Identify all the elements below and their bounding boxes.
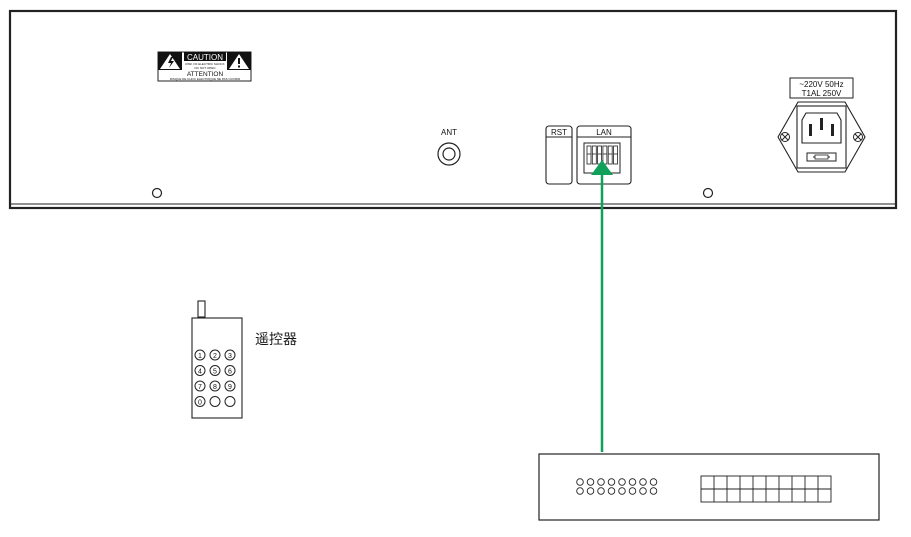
switch-status-led: [576, 478, 584, 486]
switch-status-led: [597, 487, 605, 495]
caution-line1: RISK OF ELECTRIC SHOCK: [185, 62, 224, 66]
switch-status-led: [597, 478, 605, 486]
mounting-hole-left: [151, 187, 163, 199]
remote-key: [209, 349, 221, 361]
lan-port: LAN: [576, 125, 632, 185]
switch-status-led: [639, 487, 647, 495]
remote-key: [194, 365, 206, 376]
remote-key-label: 2: [213, 353, 217, 360]
remote-key-label: 3: [228, 353, 232, 360]
remote-antenna: [197, 300, 206, 318]
caution-french-text: RISQUE DE CHOC ELECTRIQUE NE PAS OUVRIR: [170, 77, 241, 81]
remote-key-label: 0: [198, 399, 202, 406]
lan-pin: [591, 145, 597, 165]
ant-label: ANT: [441, 128, 457, 137]
switch-status-led: [618, 487, 626, 495]
switch-status-led: [586, 487, 595, 495]
remote-key-label: 1: [198, 353, 202, 360]
switch-status-led: [607, 478, 616, 486]
ant-connector: ANT: [437, 128, 461, 166]
switch-status-led: [607, 487, 616, 495]
switch-status-led: [639, 478, 647, 486]
power-inlet: ~220V 50Hz T1AL 250V: [777, 77, 866, 173]
remote-key: [209, 365, 221, 376]
network-switch: [538, 453, 880, 521]
remote-key: [224, 365, 236, 376]
remote-control-label: 遥控器: [255, 331, 297, 347]
power-rating-line1: ~220V 50Hz: [799, 80, 843, 89]
remote-key: [194, 396, 206, 407]
remote-key: [224, 380, 236, 392]
remote-control: 1 2 3 4 5 6 7 8 9 0: [191, 300, 243, 419]
remote-key: [224, 349, 236, 361]
caution-line2: DO NOT OPEN: [195, 66, 216, 70]
remote-key: [224, 396, 236, 407]
remote-key: [194, 380, 206, 392]
caution-label: CAUTION RISK OF ELECTRIC SHOCK DO NOT OP…: [157, 51, 252, 82]
arrowhead: [591, 160, 613, 175]
switch-status-led: [628, 487, 637, 495]
switch-status-led: [649, 487, 658, 495]
lan-pin: [607, 145, 613, 165]
switch-status-led: [649, 478, 658, 486]
remote-key-label: 5: [213, 368, 217, 375]
switch-status-led: [576, 487, 584, 495]
rst-reset-button: RST: [545, 125, 573, 185]
mounting-hole-right: [702, 187, 714, 199]
remote-key-label: 4: [198, 368, 202, 375]
remote-key: [209, 380, 221, 392]
rear-panel: [8, 9, 898, 210]
remote-key: [209, 396, 221, 407]
remote-key-label: 9: [228, 384, 232, 391]
lan-label: LAN: [596, 128, 612, 137]
lan-pin: [586, 145, 592, 165]
remote-key-label: 6: [228, 368, 232, 375]
remote-key: [194, 349, 206, 361]
lan-pin: [613, 145, 618, 165]
attention-text: ATTENTION: [187, 71, 224, 78]
power-rating-line2: T1AL 250V: [802, 89, 842, 98]
rst-label: RST: [551, 128, 567, 137]
switch-status-led: [628, 478, 637, 486]
remote-key-label: 8: [213, 384, 217, 391]
switch-status-led: [618, 478, 626, 486]
remote-key-label: 7: [198, 384, 202, 391]
switch-status-led: [586, 478, 595, 486]
caution-title: CAUTION: [187, 53, 223, 62]
